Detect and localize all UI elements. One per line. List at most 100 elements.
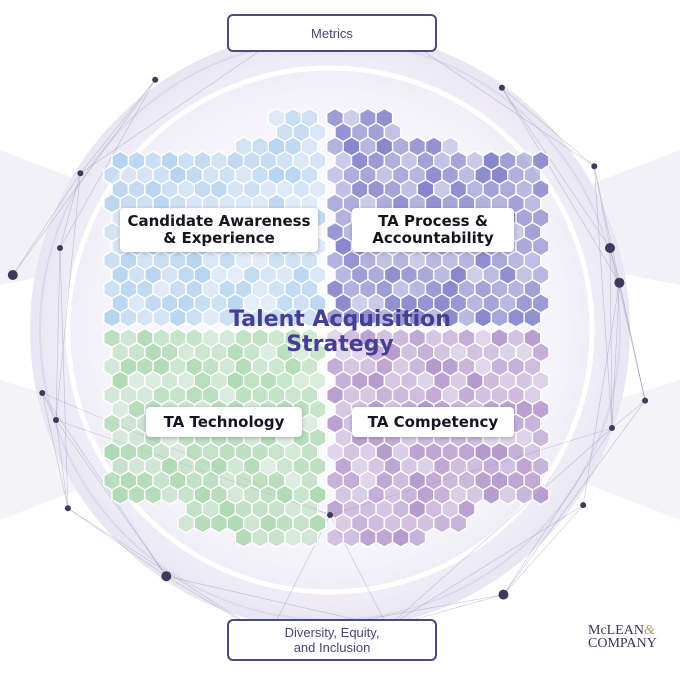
- network-node: [53, 417, 59, 423]
- hexagon-cell: [234, 527, 253, 548]
- hexagon-cell: [523, 307, 542, 328]
- logo-part2: COMPANY: [588, 636, 657, 651]
- network-line: [12, 173, 81, 276]
- network-line: [55, 419, 167, 577]
- network-line: [609, 247, 646, 401]
- logo-ampersand: &: [644, 623, 655, 638]
- network-node: [642, 397, 649, 404]
- hexagon-cell: [267, 527, 286, 548]
- network-line: [609, 247, 613, 429]
- quadrant-candidate-awareness: Candidate Awareness & Experience: [120, 208, 318, 252]
- network-node: [580, 502, 587, 509]
- hexagon-cell: [193, 512, 212, 534]
- quadrant-ta-technology: TA Technology: [146, 407, 302, 437]
- hexagon-cell: [507, 307, 525, 328]
- quadrant-ta-competency: TA Competency: [352, 407, 514, 437]
- network-line: [503, 504, 584, 595]
- quadrant-label-line2: & Experience: [163, 229, 275, 247]
- network-line: [387, 427, 613, 628]
- network-line: [609, 247, 620, 283]
- network-line: [166, 575, 388, 628]
- network-line: [55, 173, 81, 421]
- network-node: [609, 425, 615, 431]
- title-line1: Talent Acquisition: [229, 307, 451, 332]
- network-line: [503, 427, 613, 595]
- network-line: [267, 514, 331, 638]
- hexagon-cell: [177, 512, 196, 534]
- network-node: [498, 84, 505, 91]
- dei-text-line1: Diversity, Equity,: [284, 625, 380, 640]
- metrics-text: Metrics: [311, 25, 353, 41]
- hexagon-cell: [209, 512, 228, 534]
- network-node: [64, 505, 71, 512]
- network-line: [594, 166, 611, 249]
- hexagon-cell: [326, 527, 344, 548]
- network-line: [582, 282, 620, 506]
- hexagon-cell: [119, 307, 138, 328]
- hexagon-cell: [490, 307, 509, 328]
- hexagon-cell: [433, 512, 451, 534]
- hexagon-cell: [144, 484, 163, 506]
- network-line: [80, 79, 156, 174]
- diagram-title: Talent Acquisition Strategy: [190, 307, 490, 357]
- metrics-label: Metrics: [227, 14, 437, 52]
- network-line: [329, 514, 388, 627]
- hexagon-cell: [251, 527, 269, 548]
- network-node: [57, 245, 63, 251]
- network-line: [387, 504, 584, 628]
- network-node: [77, 170, 84, 177]
- hexagon-cell: [408, 527, 427, 548]
- hexagon-cell: [168, 307, 187, 328]
- network-line: [12, 79, 156, 276]
- hexagon-cell: [498, 484, 517, 506]
- network-node: [39, 390, 46, 396]
- network-node: [327, 512, 333, 518]
- quadrant-label-line1: TA Process &: [378, 212, 488, 230]
- network-line: [55, 419, 69, 509]
- network-node: [614, 277, 625, 288]
- network-node: [161, 571, 172, 582]
- network-line: [59, 79, 156, 249]
- hexagon-cell: [359, 527, 377, 548]
- logo-part1: McLEAN: [588, 623, 644, 638]
- dei-text-line2: and Inclusion: [293, 640, 371, 655]
- hexagon-cell: [449, 512, 468, 534]
- hexagon-cell: [111, 484, 130, 506]
- network-line: [501, 87, 620, 283]
- quadrant-label-line1: TA Technology: [163, 412, 285, 431]
- network-line: [55, 247, 61, 421]
- hexagon-cell: [127, 484, 146, 506]
- hexagon-cell: [482, 484, 501, 506]
- network-line: [619, 282, 646, 401]
- network-node: [7, 270, 18, 280]
- hexagon-cell: [135, 307, 154, 328]
- quadrant-label-line1: Candidate Awareness: [127, 212, 311, 230]
- network-line: [503, 400, 646, 595]
- hexagon-cell: [375, 527, 394, 548]
- hexagon-cell: [284, 527, 302, 548]
- network-line: [501, 87, 595, 167]
- company-logo: McLEAN& COMPANY: [588, 623, 674, 651]
- network-line: [42, 392, 57, 421]
- network-line: [501, 87, 611, 249]
- network-line: [67, 508, 167, 577]
- network-node: [591, 163, 598, 170]
- hexagon-cell: [152, 307, 171, 328]
- network-line: [594, 166, 613, 429]
- quadrant-label-line1: TA Competency: [367, 412, 499, 431]
- hexagon-cell: [300, 307, 319, 328]
- network-node: [605, 243, 615, 253]
- network-line: [611, 282, 620, 429]
- network-line: [393, 30, 595, 167]
- hexagon-cell: [300, 527, 319, 548]
- network-line: [42, 392, 69, 509]
- hexagon-cell: [342, 527, 361, 548]
- title-line2: Strategy: [286, 332, 394, 357]
- network-line: [59, 247, 69, 509]
- network-node: [498, 589, 509, 600]
- network-line: [611, 400, 646, 429]
- network-node: [152, 76, 159, 83]
- hexagon-cell: [515, 484, 534, 506]
- network-line: [59, 173, 81, 249]
- hexagon-cell: [391, 527, 410, 548]
